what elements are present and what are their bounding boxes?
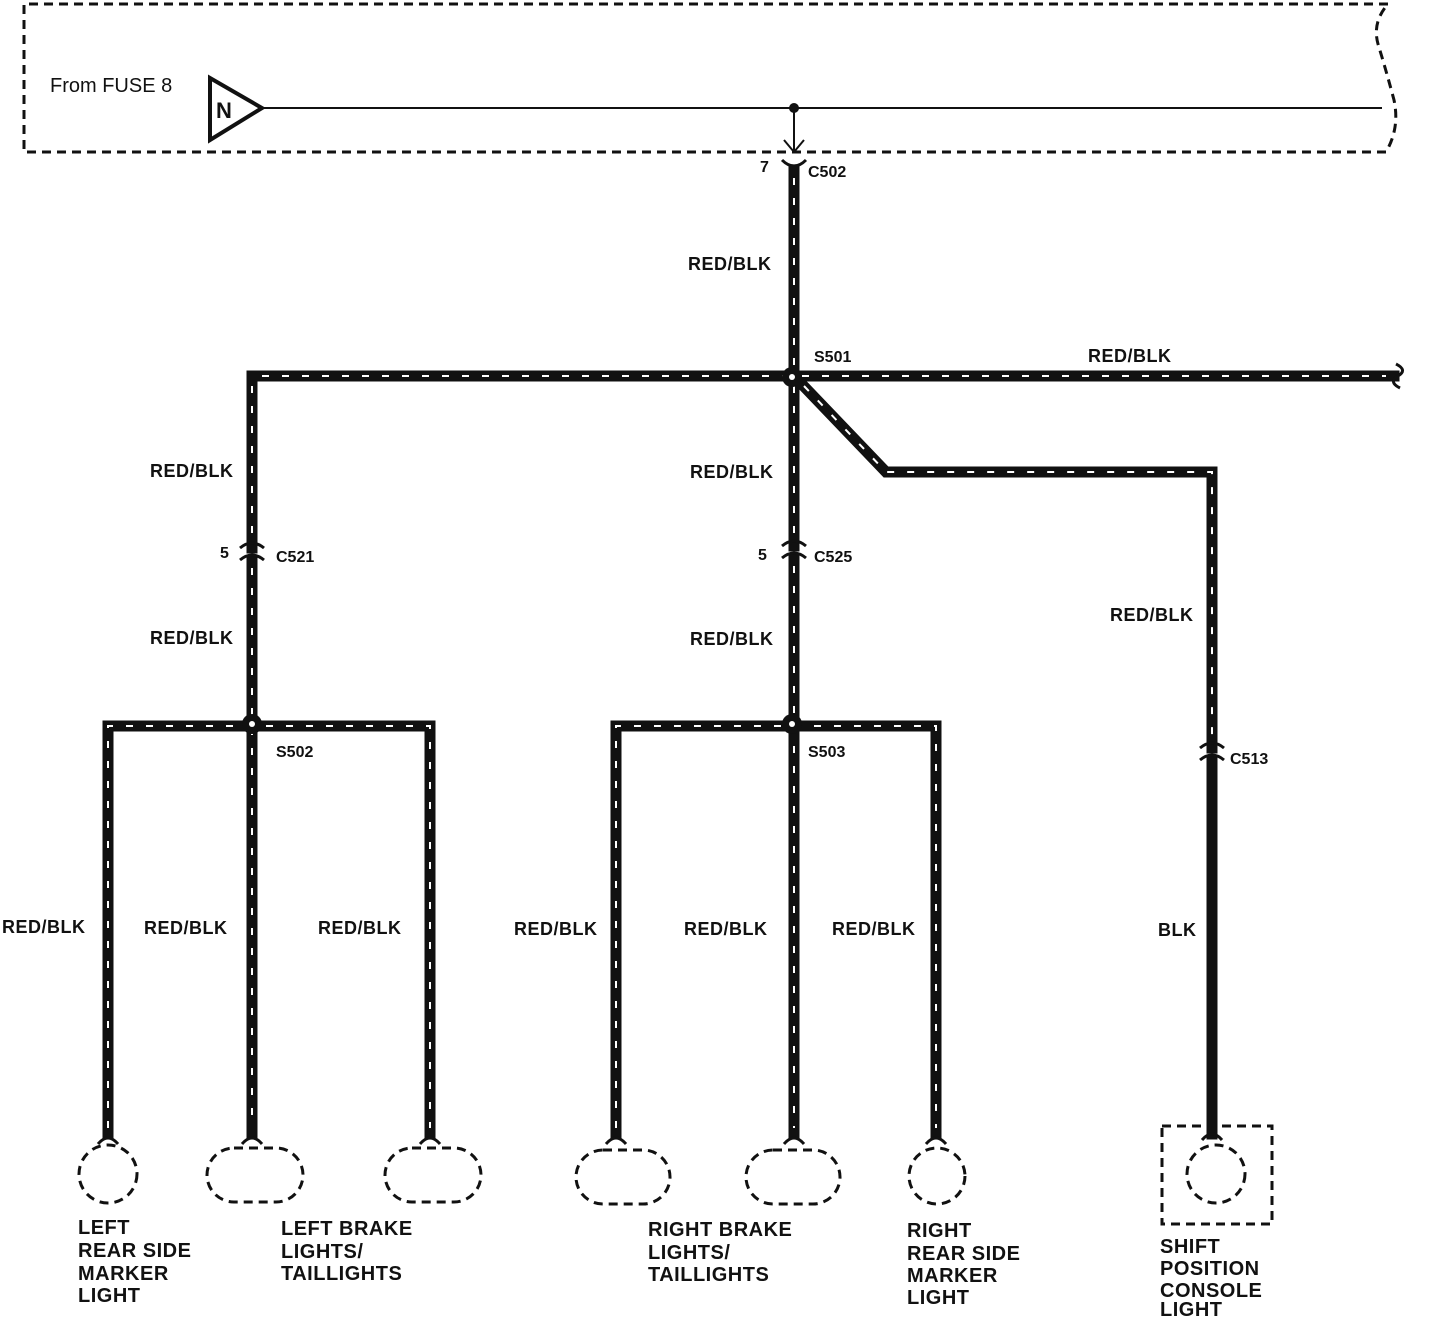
c513-connector-mark: [1199, 741, 1225, 762]
splice-s503-center: [789, 721, 795, 727]
wire-harness: [102, 164, 1400, 1140]
wire-label-center-trunk-lower: RED/BLK: [690, 629, 774, 649]
fuse-box-outline: [22, 2, 1398, 154]
c525-connector-mark: [781, 539, 807, 560]
wire-label-main: RED/BLK: [688, 254, 772, 274]
c525-label: C525: [814, 549, 852, 566]
wire-label-left-brake: RED/BLK: [144, 918, 228, 938]
right-brake-bulb-b-icon: [744, 1148, 842, 1206]
component-label-left-marker: LEFT REAR SIDE MARKER LIGHT: [78, 1217, 197, 1307]
console-light-housing: [1160, 1124, 1274, 1226]
c513-label: C513: [1230, 751, 1268, 768]
left-brake-bulb-b-icon: [383, 1146, 483, 1204]
wire-label-right-brake-b: RED/BLK: [684, 919, 768, 939]
c521-connector-mark: [239, 541, 265, 562]
left-marker-bulb-icon: [77, 1143, 139, 1205]
component-label-left-brake: LEFT BRAKE LIGHTS/ TAILLIGHTS: [281, 1218, 419, 1285]
drop-arrow: [783, 139, 805, 154]
s503-label: S503: [808, 744, 845, 761]
s501-label: S501: [814, 349, 851, 366]
c521-label: C521: [276, 549, 314, 566]
c521-pin: 5: [220, 545, 229, 562]
splice-s502-center: [249, 721, 255, 727]
continuation-mark: [1392, 362, 1404, 390]
wire-label-left-brake-b: RED/BLK: [318, 918, 402, 938]
wire-label-right-marker: RED/BLK: [832, 919, 916, 939]
right-brake-bulb-icon: [574, 1148, 672, 1206]
wire-label-console-upper: RED/BLK: [1110, 605, 1194, 625]
wire-label-center-trunk-upper: RED/BLK: [690, 462, 774, 482]
wire-label-console-lower: BLK: [1158, 920, 1197, 940]
terminal-hooks: [96, 1132, 1224, 1146]
wire-label-left-marker: RED/BLK: [2, 917, 86, 937]
left-brake-bulb-icon: [205, 1146, 305, 1204]
fuse-source-label: From FUSE 8: [50, 75, 172, 97]
wire-label-left-trunk-lower: RED/BLK: [150, 628, 234, 648]
console-bulb-icon: [1185, 1143, 1247, 1205]
right-marker-bulb-icon: [907, 1146, 967, 1206]
wire-label-right-branch: RED/BLK: [1088, 346, 1172, 366]
source-symbol-letter: N: [216, 98, 232, 123]
wire-label-right-brake: RED/BLK: [514, 919, 598, 939]
wire-label-left-trunk-upper: RED/BLK: [150, 461, 234, 481]
component-label-right-marker: RIGHT REAR SIDE MARKER LIGHT: [907, 1220, 1026, 1309]
splice-s501-center: [789, 374, 795, 380]
c502-label: C502: [808, 164, 846, 181]
c502-pin: 7: [760, 159, 769, 176]
wire-stripes: [107, 178, 1386, 1128]
s502-label: S502: [276, 744, 313, 761]
power-source-symbol: N: [208, 74, 266, 144]
c525-pin: 5: [758, 547, 767, 564]
component-label-console: SHIFT POSITION CONSOLE LIGHT: [1160, 1236, 1268, 1320]
component-label-right-brake: RIGHT BRAKE LIGHTS/ TAILLIGHTS: [648, 1219, 798, 1286]
